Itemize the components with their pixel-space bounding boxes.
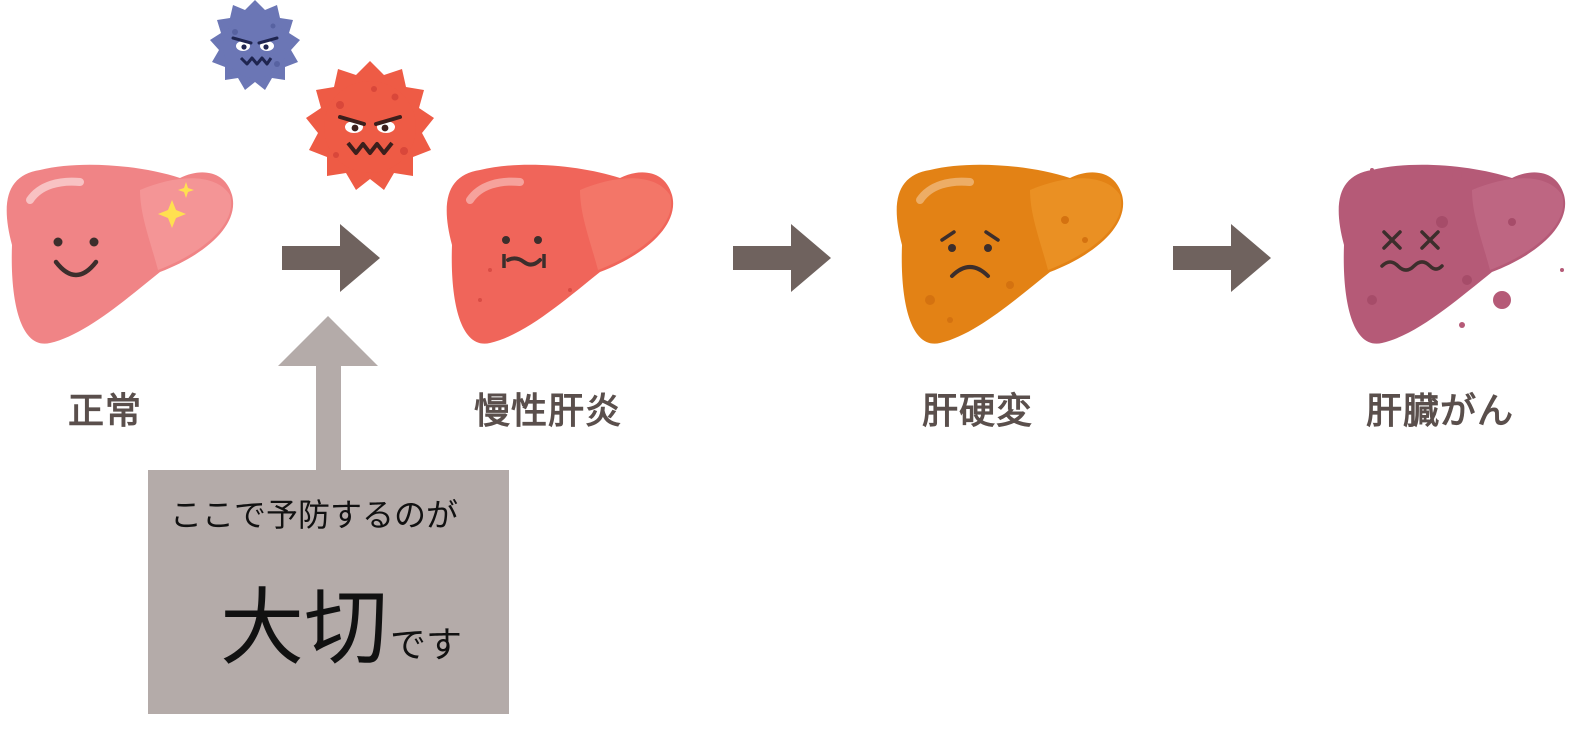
callout-text-line2: 大切です [220, 578, 462, 678]
virus-red-icon [306, 61, 434, 190]
callout-emphasis: 大切 [220, 579, 389, 677]
stage-label-liver-cancer: 肝臓がん [1365, 391, 1514, 432]
stage-label-cirrhosis: 肝硬変 [921, 391, 1033, 432]
stage-label-normal: 正常 [67, 391, 142, 432]
arrow-up-icon [278, 316, 378, 470]
callout-tail: です [390, 625, 463, 666]
virus-blue-icon [210, 0, 300, 90]
prevention-callout-box [148, 470, 509, 714]
arrow-right-icon [1173, 224, 1271, 292]
arrow-right-icon [733, 224, 831, 292]
stage-label-chronic-hepatitis: 慢性肝炎 [473, 391, 622, 432]
liver-normal-icon [6, 164, 234, 344]
arrow-right-icon [282, 224, 380, 292]
callout-text-line1: ここで予防するのが [170, 496, 459, 534]
liver-hepatitis-icon [446, 164, 674, 344]
liver-cirrhosis-icon [896, 164, 1124, 344]
liver-cancer-icon [1338, 164, 1566, 344]
